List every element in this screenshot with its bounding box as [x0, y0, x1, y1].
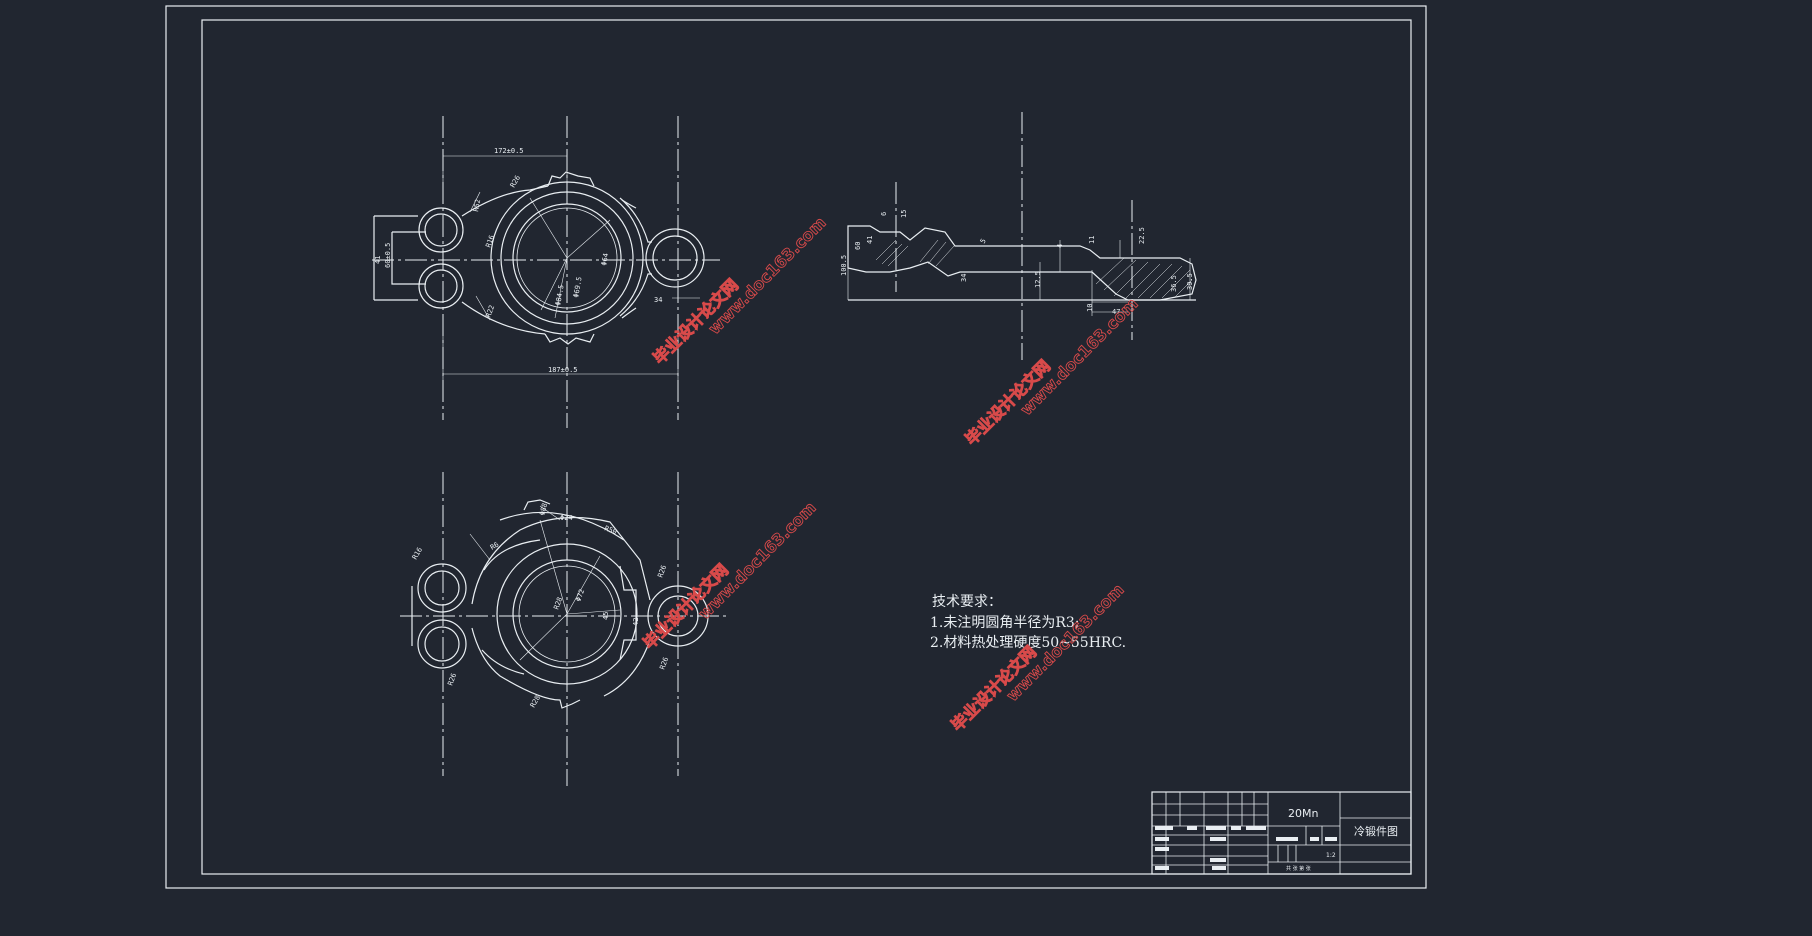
dim-bot-10: 42: [632, 618, 640, 626]
dim-sec-1: 6: [880, 212, 888, 216]
dim-bot-4: R6: [489, 541, 500, 552]
dim-bot-1: R16: [411, 546, 424, 561]
dim-top-10: 34: [654, 296, 662, 304]
tech-req-item-1: 1.未注明圆角半径为R3;: [930, 615, 1080, 631]
bottom-view: R16 Φ88 Φ24 R6 R50 Φ72 R28 R26 45 42 R26…: [400, 472, 730, 786]
dim-bot-8: R26: [656, 564, 668, 579]
technical-requirements: 技术要求： 1.未注明圆角半径为R3; 2.材料热处理硬度50~55HRC.: [930, 594, 1126, 651]
dim-top-4: R52: [472, 198, 482, 212]
dim-sec-6: 100.5: [840, 255, 848, 276]
title-block: 20Mn 1:2 共 张 第 张 冷锻件图: [1151, 791, 1412, 875]
dim-top-3: R26: [509, 174, 522, 189]
dim-sec-5: 5: [979, 237, 988, 245]
dim-top-12: 60±0.5: [384, 243, 392, 268]
section-hatch: [875, 239, 1193, 299]
tech-req-item-2: 2.材料热处理硬度50~55HRC.: [930, 635, 1126, 651]
dim-sec-14: 39.5: [1186, 273, 1194, 290]
dim-bot-7: R28: [552, 596, 564, 611]
outer-border: [165, 5, 1427, 889]
dim-bot-9: 45: [602, 612, 610, 620]
tech-req-title: 技术要求：: [932, 594, 1002, 610]
dim-top-8: Φ69.5: [572, 276, 584, 298]
dim-sec-2: 15: [900, 210, 908, 218]
dim-sec-9: 4: [1056, 244, 1064, 248]
watermark-3-line2: www.doc163.com: [695, 498, 820, 623]
dim-top-5: R16: [484, 234, 496, 249]
dim-sec-4: 60: [854, 242, 862, 250]
title-block-drawing-name: 冷锻件图: [1354, 824, 1398, 838]
dim-sec-11: 10: [1086, 304, 1094, 312]
dim-sec-10: 11: [1088, 236, 1096, 244]
top-view: 172±0.5 187±0.5: [372, 116, 720, 428]
dim-top-2: 187±0.5: [548, 366, 578, 374]
dim-top-7: Φ84.5: [554, 284, 566, 306]
inner-border: [201, 19, 1412, 875]
dim-top-6: R22: [484, 304, 496, 319]
title-block-signature-row: 共 张 第 张: [1286, 865, 1311, 872]
watermark-2-line2: www.doc163.com: [1017, 294, 1142, 419]
svg-text:R26: R26: [658, 656, 670, 671]
title-block-sheet-label: 1:2: [1326, 852, 1336, 859]
dim-sec-3: 41: [866, 236, 874, 244]
dim-sec-7: 34: [960, 274, 968, 282]
dim-bot-11: R26: [446, 672, 458, 687]
dim-top-11: 41: [374, 256, 382, 264]
dim-top-1: 172±0.5: [494, 147, 524, 155]
dim-sec-8: 12.5: [1034, 271, 1042, 288]
watermarks: 毕业设计论文网 www.doc163.com 毕业设计论文网 www.doc16…: [639, 213, 1142, 736]
dim-bot-5: R50: [603, 524, 618, 536]
dim-bot-3: Φ24: [560, 514, 573, 522]
dim-bot-2: Φ88: [538, 502, 549, 516]
dim-sec-12: 47: [1112, 308, 1120, 316]
dim-bot-6: Φ72: [574, 588, 586, 603]
dim-sec-13: 36.5: [1170, 275, 1178, 292]
section-view: 6 15 41 60 5 100.5 34 12.5 4 11 10 47 36…: [840, 112, 1197, 360]
watermark-1-line2: www.doc163.com: [705, 213, 830, 338]
dim-top-9: Φ64: [600, 252, 610, 266]
dim-sec-15: 22.5: [1138, 227, 1146, 244]
title-block-material: 20Mn: [1288, 807, 1318, 820]
